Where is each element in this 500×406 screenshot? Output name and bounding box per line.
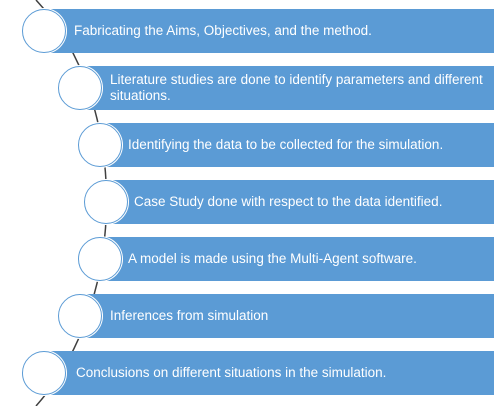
- step-circle-7: [22, 351, 66, 395]
- step-bar-3: Identifying the data to be collected for…: [100, 123, 494, 167]
- step-circle-6: [58, 294, 102, 338]
- step-bar-7: Conclusions on different situations in t…: [44, 351, 494, 395]
- step-text-2: Literature studies are done to identify …: [110, 72, 483, 103]
- step-circle-1: [22, 9, 66, 53]
- step-text-5: A model is made using the Multi-Agent so…: [128, 251, 417, 266]
- step-bar-5: A model is made using the Multi-Agent so…: [100, 237, 494, 281]
- step-text-4: Case Study done with respect to the data…: [134, 194, 443, 209]
- step-bar-6: Inferences from simulation: [80, 294, 494, 338]
- step-circle-2: [58, 66, 102, 110]
- step-text-6: Inferences from simulation: [110, 308, 269, 323]
- step-text-3: Identifying the data to be collected for…: [128, 137, 444, 152]
- step-circle-3: [78, 123, 122, 167]
- step-text-7: Conclusions on different situations in t…: [76, 365, 387, 380]
- step-text-1: Fabricating the Aims, Objectives, and th…: [74, 23, 372, 38]
- step-bar-2: Literature studies are done to identify …: [80, 66, 494, 110]
- step-circle-5: [78, 237, 122, 281]
- step-circle-4: [84, 180, 128, 224]
- step-bar-1: Fabricating the Aims, Objectives, and th…: [44, 9, 494, 53]
- step-bar-4: Case Study done with respect to the data…: [106, 180, 494, 224]
